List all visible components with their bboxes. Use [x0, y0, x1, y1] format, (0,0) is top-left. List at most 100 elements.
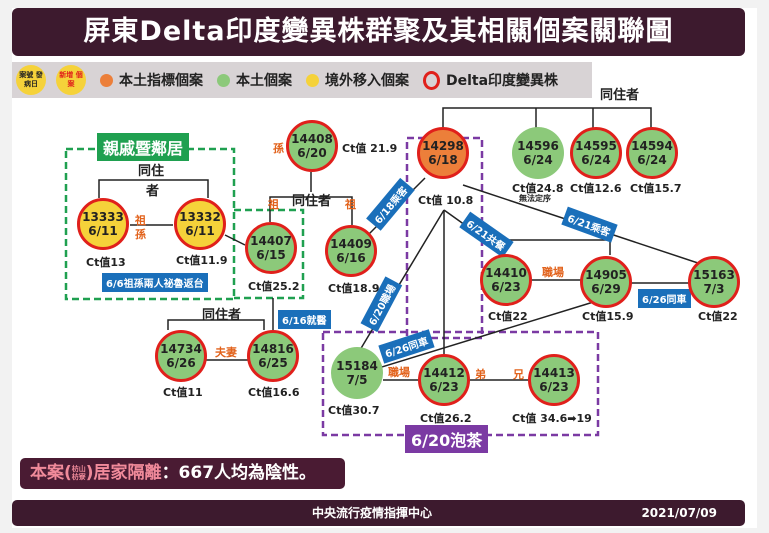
- orange-dot-icon: [100, 73, 113, 87]
- rel-workplace: 職場: [542, 266, 564, 279]
- case-id: 14298: [422, 139, 464, 153]
- case-date: 6/18: [428, 153, 458, 167]
- ct-value: Ct值22: [488, 310, 528, 323]
- case-id: 15184: [336, 359, 378, 373]
- ct-value: Ct值 10.8: [418, 194, 474, 207]
- legend-new-badge: 新增 個案: [56, 65, 86, 95]
- quarantine-area: 枋山: [71, 465, 86, 473]
- rel-brother: 弟: [475, 368, 486, 381]
- rel-grandson: 孫: [273, 142, 284, 155]
- case-date: 6/23: [539, 380, 569, 394]
- ct-value: Ct值12.6: [570, 182, 622, 195]
- case-id: 14410: [485, 266, 527, 280]
- footer-org: 中央流行疫情指揮中心: [312, 506, 433, 520]
- ct-value: Ct值15.7: [630, 182, 682, 195]
- ct-value: Ct值24.8: [512, 182, 564, 195]
- ct-value: Ct值26.2: [420, 412, 472, 425]
- case-date: 6/29: [591, 282, 621, 296]
- case-id: 14816: [252, 342, 294, 356]
- case-date: 6/15: [256, 248, 286, 262]
- ct-value: Ct值16.6: [248, 386, 300, 399]
- case-date: 6/20: [297, 146, 327, 160]
- sequencing-note: 無法定序: [519, 194, 551, 203]
- cohab-label: 者: [146, 184, 160, 199]
- yellow-dot-icon: [306, 73, 319, 87]
- case-date: 6/11: [185, 224, 215, 238]
- footer: 中央流行疫情指揮中心 2021/07/09: [12, 500, 745, 526]
- ct-value: Ct值13: [86, 256, 126, 269]
- rel-workplace: 職場: [388, 366, 410, 379]
- case-id: 14407: [250, 234, 292, 248]
- case-date: 7/5: [346, 373, 368, 387]
- ct-value: Ct值18.9: [328, 282, 380, 295]
- case-id: 14408: [291, 132, 333, 146]
- case-date: 6/24: [523, 153, 553, 167]
- quarantine-prefix: 本案(: [30, 463, 72, 483]
- rel-grandchild: 孫: [135, 228, 146, 241]
- case-id: 13332: [179, 210, 221, 224]
- tag-hospital: 6/16就醫: [278, 310, 331, 329]
- case-id: 14594: [631, 139, 673, 153]
- footer-date: 2021/07/09: [641, 506, 717, 520]
- case-date: 7/3: [703, 282, 725, 296]
- case-id: 14905: [585, 268, 627, 282]
- case-date: 6/23: [429, 380, 459, 394]
- quarantine-area: 枋寮: [71, 473, 86, 481]
- cohab-label: 同住者: [202, 308, 242, 323]
- ct-value: Ct值11: [163, 386, 203, 399]
- ct-value: Ct值30.7: [328, 404, 380, 417]
- case-id: 13333: [82, 210, 124, 224]
- quarantine-result: ：667人均為陰性。: [161, 463, 317, 483]
- family-group-label: 親戚暨鄰居: [97, 133, 190, 161]
- legend-yellow: 境外移入個案: [325, 73, 409, 89]
- tea-group-label: 6/20泡茶: [405, 425, 489, 453]
- case-date: 6/24: [637, 153, 667, 167]
- legend-case-badge: 案號 發病日: [16, 65, 46, 95]
- case-id: 14413: [533, 366, 575, 380]
- ct-value: Ct值25.2: [248, 280, 300, 293]
- case-date: 6/23: [491, 280, 521, 294]
- rel-grand: 祖: [135, 214, 146, 227]
- case-date: 6/26: [166, 356, 196, 370]
- green-dot-icon: [217, 73, 230, 87]
- case-date: 6/24: [581, 153, 611, 167]
- legend-green: 本土個案: [236, 73, 292, 89]
- quarantine-banner: 本案(枋山枋寮)居家隔離：667人均為陰性。: [20, 458, 345, 489]
- case-id: 14595: [575, 139, 617, 153]
- quarantine-mid: )居家隔離: [85, 463, 162, 483]
- case-id: 14412: [423, 366, 465, 380]
- rel-couple: 夫妻: [215, 346, 237, 359]
- ct-value: Ct值15.9: [582, 310, 634, 323]
- legend-orange: 本土指標個案: [119, 73, 203, 89]
- page-title: 屏東Delta印度變異株群聚及其相關個案關聯圖: [12, 8, 745, 56]
- legend: 案號 發病日 新增 個案 本土指標個案 本土個案 境外移入個案 Delta印度變…: [12, 62, 592, 98]
- red-ring-icon: [423, 70, 440, 90]
- tea-box: [321, 330, 600, 437]
- case-date: 6/11: [88, 224, 118, 238]
- case-date: 6/16: [336, 251, 366, 265]
- family-box-ext: [234, 208, 305, 300]
- ct-value: Ct值22: [698, 310, 738, 323]
- case-id: 14596: [517, 139, 559, 153]
- tag-peru: 6/6祖孫兩人祕魯返台: [102, 273, 208, 292]
- ct-value: Ct值 21.9: [342, 142, 398, 155]
- legend-ring: Delta印度變異株: [446, 73, 559, 89]
- rel-grand: 祖: [268, 198, 279, 211]
